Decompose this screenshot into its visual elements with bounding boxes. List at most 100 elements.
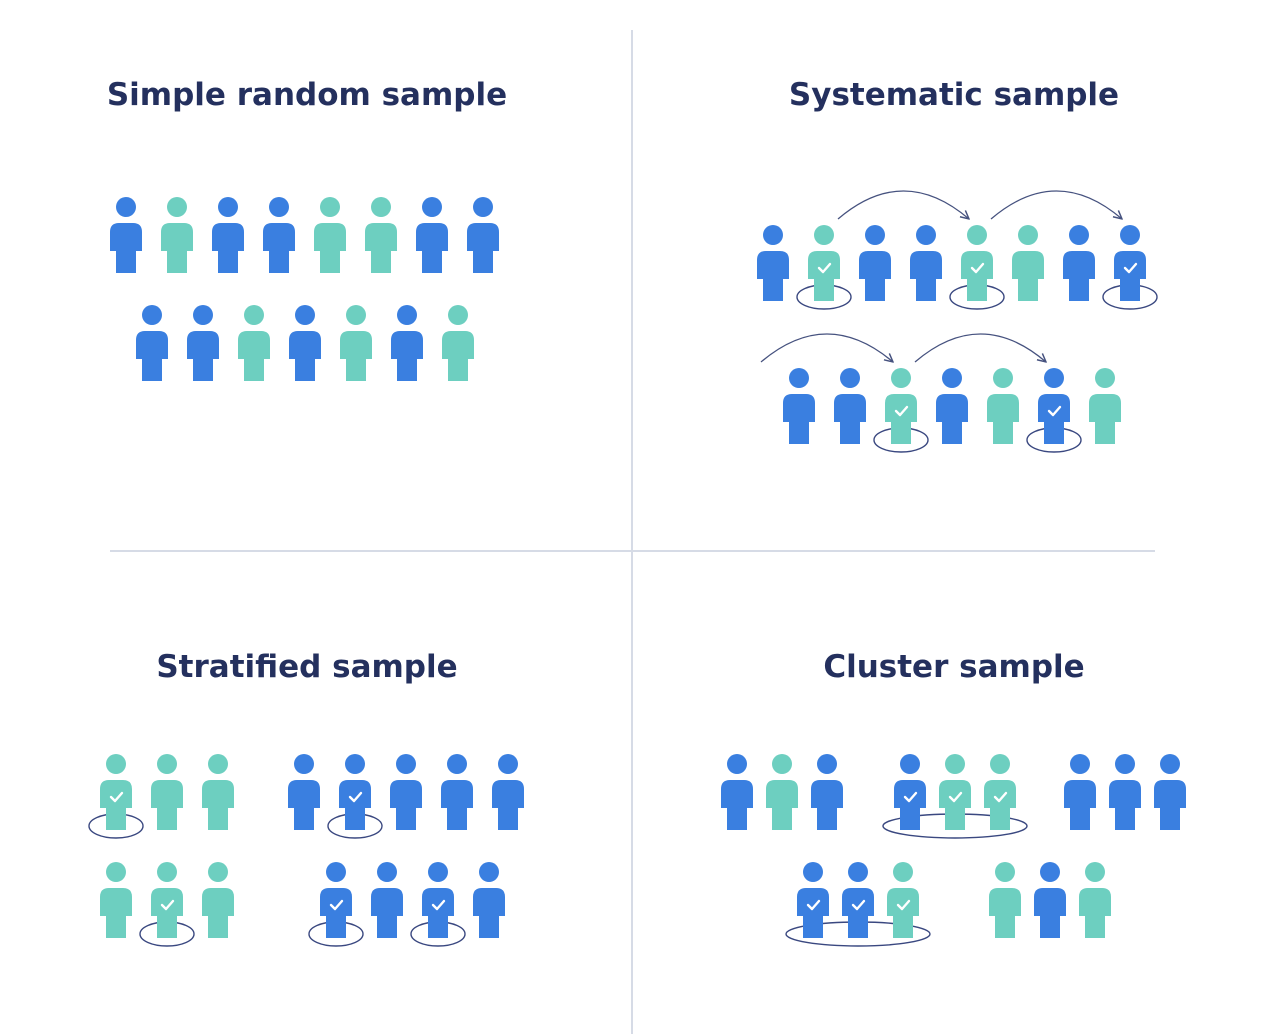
people-systematic: [757, 225, 1158, 453]
person-icon: [1089, 368, 1121, 444]
person-icon: [797, 862, 829, 938]
cluster-group: [785, 862, 931, 947]
cluster-group: [721, 754, 843, 830]
skip-arrow-icon: [914, 333, 1046, 362]
person-icon: [894, 754, 926, 830]
person-icon: [151, 754, 183, 830]
person-icon: [842, 862, 874, 938]
cluster-group: [989, 862, 1111, 938]
stratum-group: [308, 862, 505, 947]
person-icon: [365, 197, 397, 273]
person-icon: [859, 225, 891, 301]
person-icon: [263, 197, 295, 273]
person-icon: [1064, 754, 1096, 830]
person-icon: [136, 305, 168, 381]
person-icon: [339, 754, 371, 830]
person-icon: [834, 368, 866, 444]
checkmark-icon: [896, 899, 911, 911]
person-icon: [1109, 754, 1141, 830]
person-icon: [492, 754, 524, 830]
checkmark-icon: [109, 791, 124, 803]
person-icon: [442, 305, 474, 381]
stratum-group: [288, 754, 524, 839]
checkmark-icon: [894, 405, 909, 417]
checkmark-icon: [1047, 405, 1062, 417]
checkmark-icon: [806, 899, 821, 911]
person-icon: [202, 862, 234, 938]
checkmark-icon: [817, 262, 832, 274]
panel-title-stratified: Stratified sample: [156, 649, 457, 685]
person-icon: [202, 754, 234, 830]
person-icon: [1063, 225, 1095, 301]
stratum-group: [88, 754, 234, 839]
person-icon: [757, 225, 789, 301]
checkmark-icon: [431, 899, 446, 911]
person-icon: [416, 197, 448, 273]
person-icon: [939, 754, 971, 830]
person-icon: [391, 305, 423, 381]
person-icon: [289, 305, 321, 381]
panel-systematic: Systematic sample: [757, 77, 1158, 453]
person-icon: [473, 862, 505, 938]
person-icon: [1079, 862, 1111, 938]
person-icon: [422, 862, 454, 938]
checkmark-icon: [970, 262, 985, 274]
person-icon: [808, 225, 840, 301]
person-icon: [987, 368, 1019, 444]
cluster-group: [882, 754, 1028, 839]
cluster-group: [1064, 754, 1186, 830]
person-icon: [238, 305, 270, 381]
person-icon: [151, 862, 183, 938]
person-icon: [187, 305, 219, 381]
person-icon: [390, 754, 422, 830]
people-simple-random: [110, 197, 499, 381]
stratum-group: [100, 862, 234, 947]
person-icon: [910, 225, 942, 301]
person-icon: [110, 197, 142, 273]
person-icon: [961, 225, 993, 301]
skip-arrow-icon: [837, 190, 969, 219]
checkmark-icon: [948, 791, 963, 803]
person-icon: [783, 368, 815, 444]
person-icon: [936, 368, 968, 444]
person-icon: [1154, 754, 1186, 830]
person-icon: [1038, 368, 1070, 444]
panel-cluster: Cluster sample: [721, 649, 1186, 947]
arrows-systematic: [760, 190, 1122, 362]
person-icon: [314, 197, 346, 273]
person-icon: [1012, 225, 1044, 301]
person-icon: [766, 754, 798, 830]
person-icon: [288, 754, 320, 830]
people-cluster: [721, 754, 1186, 947]
person-icon: [811, 754, 843, 830]
checkmark-icon: [160, 899, 175, 911]
person-icon: [989, 862, 1021, 938]
panel-title-simple-random: Simple random sample: [107, 77, 507, 113]
person-icon: [161, 197, 193, 273]
person-icon: [320, 862, 352, 938]
person-icon: [1034, 862, 1066, 938]
person-icon: [441, 754, 473, 830]
panel-simple-random: Simple random sample: [107, 77, 507, 381]
person-icon: [887, 862, 919, 938]
person-icon: [212, 197, 244, 273]
person-icon: [467, 197, 499, 273]
checkmark-icon: [993, 791, 1008, 803]
checkmark-icon: [348, 791, 363, 803]
person-icon: [721, 754, 753, 830]
checkmark-icon: [903, 791, 918, 803]
person-icon: [100, 754, 132, 830]
person-icon: [100, 862, 132, 938]
person-icon: [1114, 225, 1146, 301]
person-icon: [984, 754, 1016, 830]
checkmark-icon: [329, 899, 344, 911]
skip-arrow-icon: [990, 190, 1122, 219]
checkmark-icon: [851, 899, 866, 911]
person-icon: [885, 368, 917, 444]
person-icon: [340, 305, 372, 381]
checkmark-icon: [1123, 262, 1138, 274]
people-stratified: [88, 754, 524, 947]
panel-title-systematic: Systematic sample: [789, 77, 1119, 113]
skip-arrow-icon: [760, 333, 893, 362]
